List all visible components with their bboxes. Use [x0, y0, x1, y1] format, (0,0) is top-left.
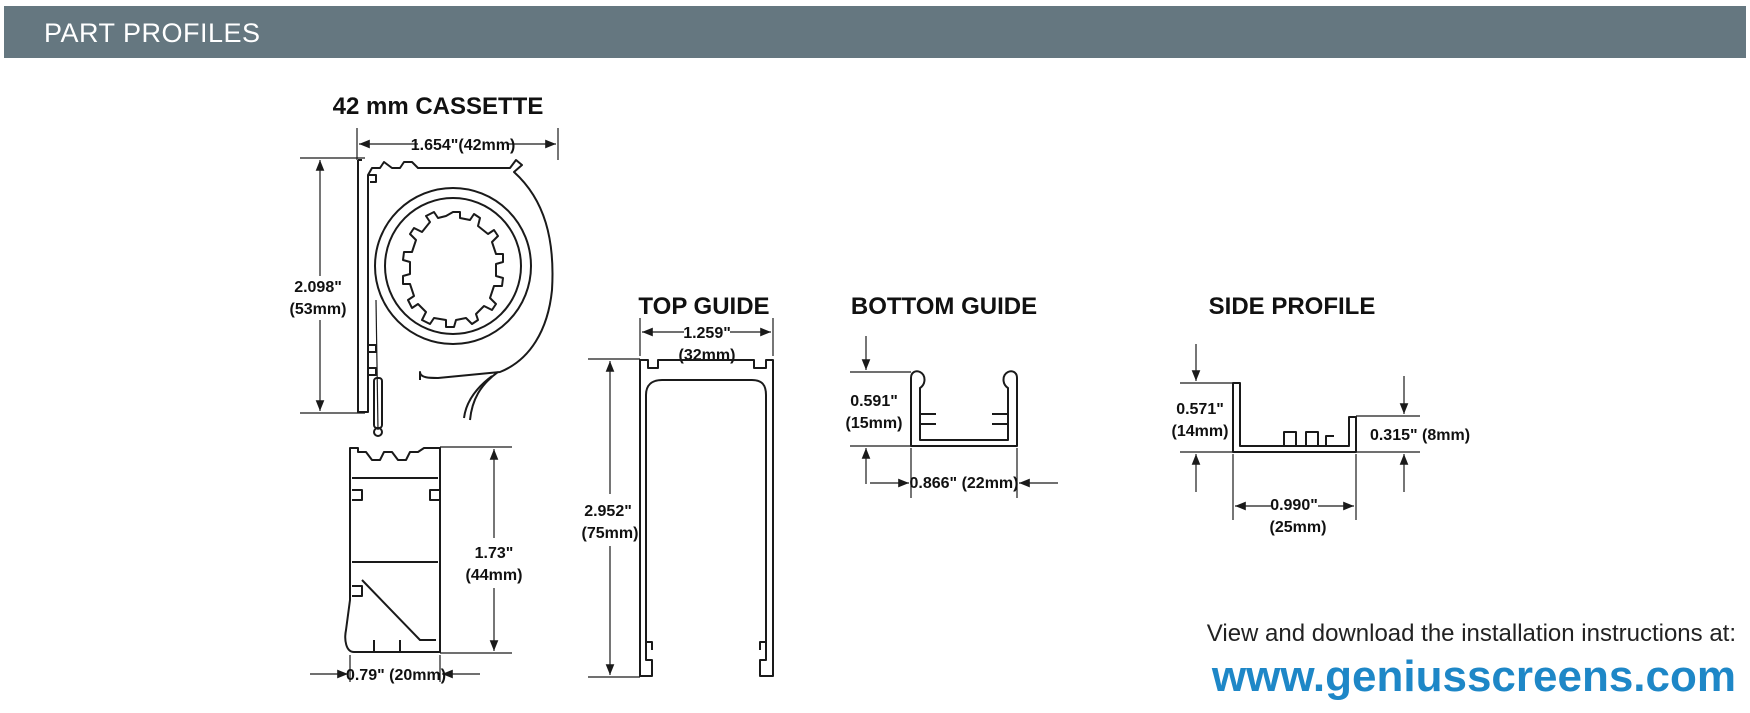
bar-height-mm: (44mm): [466, 567, 523, 584]
side-profile-width-in: 0.990": [1270, 497, 1318, 514]
bottom-bar-diagonal: [361, 579, 436, 641]
bottom-guide-ribs: [920, 413, 1008, 425]
cassette-housing-tail: [469, 371, 499, 421]
bar-height-in: 1.73": [475, 545, 514, 562]
side-profile-height-mm: (14mm): [1172, 423, 1229, 440]
pull-cord: [375, 299, 379, 431]
cassette-width-label: 1.654"(42mm): [411, 137, 516, 154]
cassette-figure: 42 mm CASSETTE 1.654"(42mm) 2.098" (53mm…: [290, 93, 559, 684]
section-title: PART PROFILES: [44, 18, 261, 48]
bottom-guide-profile: [910, 370, 1018, 447]
bottom-guide-height-in: 0.591": [850, 393, 898, 410]
cassette-title: 42 mm CASSETTE: [333, 93, 544, 120]
bottom-guide-width-label: 0.866" (22mm): [910, 475, 1019, 492]
cord-ring: [373, 427, 383, 437]
section-header-bar: PART PROFILES: [4, 6, 1746, 58]
bottom-bar-notch-2: [429, 489, 440, 501]
roller-tube-spline: [402, 211, 504, 328]
side-profile-title: SIDE PROFILE: [1209, 293, 1376, 320]
top-guide-height-in: 2.952": [584, 503, 632, 520]
top-guide-height-mm: (75mm): [582, 525, 639, 542]
bottom-bar-feet: [373, 640, 401, 652]
top-guide-width-mm: (32mm): [679, 347, 736, 364]
top-guide-profile: [639, 359, 774, 677]
top-guide-figure: TOP GUIDE 1.259" (32mm) 2.952" (75mm): [582, 293, 774, 678]
side-profile-width-mm: (25mm): [1270, 519, 1327, 536]
cassette-housing: [357, 159, 554, 413]
side-profile-right-height: 0.315" (8mm): [1370, 427, 1470, 444]
cassette-height-mm: (53mm): [290, 301, 347, 318]
side-profile-body: [1232, 382, 1357, 453]
website-link[interactable]: www.geniusscreens.com: [1211, 652, 1736, 701]
cassette-height-in: 2.098": [294, 279, 342, 296]
bottom-bar-notch-1: [352, 489, 363, 501]
side-profile-channels: [1283, 431, 1334, 446]
side-profile-figure: SIDE PROFILE 0.571" (14mm) 0.315" (8mm) …: [1172, 293, 1470, 536]
cassette-housing-hook: [368, 174, 377, 183]
cassette-housing-tail-inner: [463, 375, 493, 419]
bottom-guide-title: BOTTOM GUIDE: [851, 293, 1037, 320]
bottom-bar-profile: [344, 447, 441, 653]
instructions-note: View and download the installation instr…: [1206, 620, 1736, 647]
top-guide-lips: [646, 641, 766, 650]
top-guide-width-in: 1.259": [683, 325, 731, 342]
cassette-housing-lip-1: [368, 344, 377, 353]
bottom-guide-height-mm: (15mm): [846, 415, 903, 432]
bottom-guide-figure: BOTTOM GUIDE 0.591" (15mm) 0.866" (22mm): [846, 293, 1058, 498]
top-guide-title: TOP GUIDE: [638, 293, 769, 320]
bar-width-label: 0.79" (20mm): [346, 667, 446, 684]
roller-tube-inner: [384, 197, 522, 335]
bottom-bar-notch-3: [352, 585, 363, 597]
side-profile-height-in: 0.571": [1176, 401, 1224, 418]
cassette-housing-lip-2: [368, 367, 377, 376]
roller-tube-outer: [374, 187, 532, 345]
